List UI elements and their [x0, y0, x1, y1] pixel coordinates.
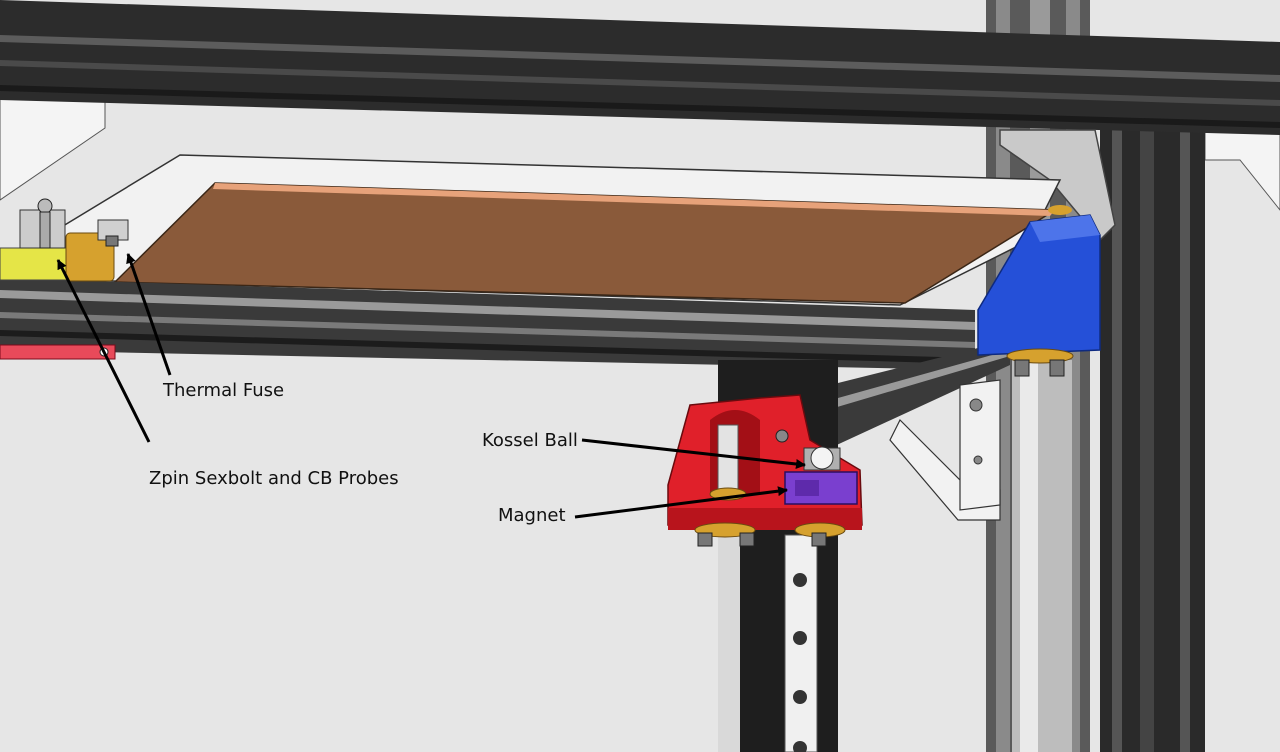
magnet-part: [784, 471, 858, 505]
linear-rod-right: [1012, 360, 1072, 752]
vertical-extrusion-front-right: [1100, 128, 1205, 752]
arrow-zpin: [56, 259, 151, 443]
diagonal-arm-extrusion: [790, 340, 1010, 521]
zpin-label: Zpin Sexbolt and CB Probes: [149, 468, 399, 489]
zpin-and-probes: [0, 198, 116, 360]
blue-corner-block: [977, 205, 1101, 377]
kossel-ball-part: [803, 446, 841, 471]
magnet-label: Magnet: [498, 505, 566, 526]
thermal-fuse-label: Thermal Fuse: [163, 380, 285, 401]
arrow-thermal-fuse: [126, 253, 172, 376]
arrow-magnet: [574, 486, 788, 519]
arrow-kossel-ball: [581, 438, 806, 469]
heated-bed-edge: [213, 183, 1055, 216]
kossel-ball-label: Kossel Ball: [482, 430, 578, 451]
top-extrusion: [0, 0, 1280, 135]
thermal-fuse-part: [65, 219, 129, 282]
bed-frame-extrusion: [0, 278, 975, 370]
